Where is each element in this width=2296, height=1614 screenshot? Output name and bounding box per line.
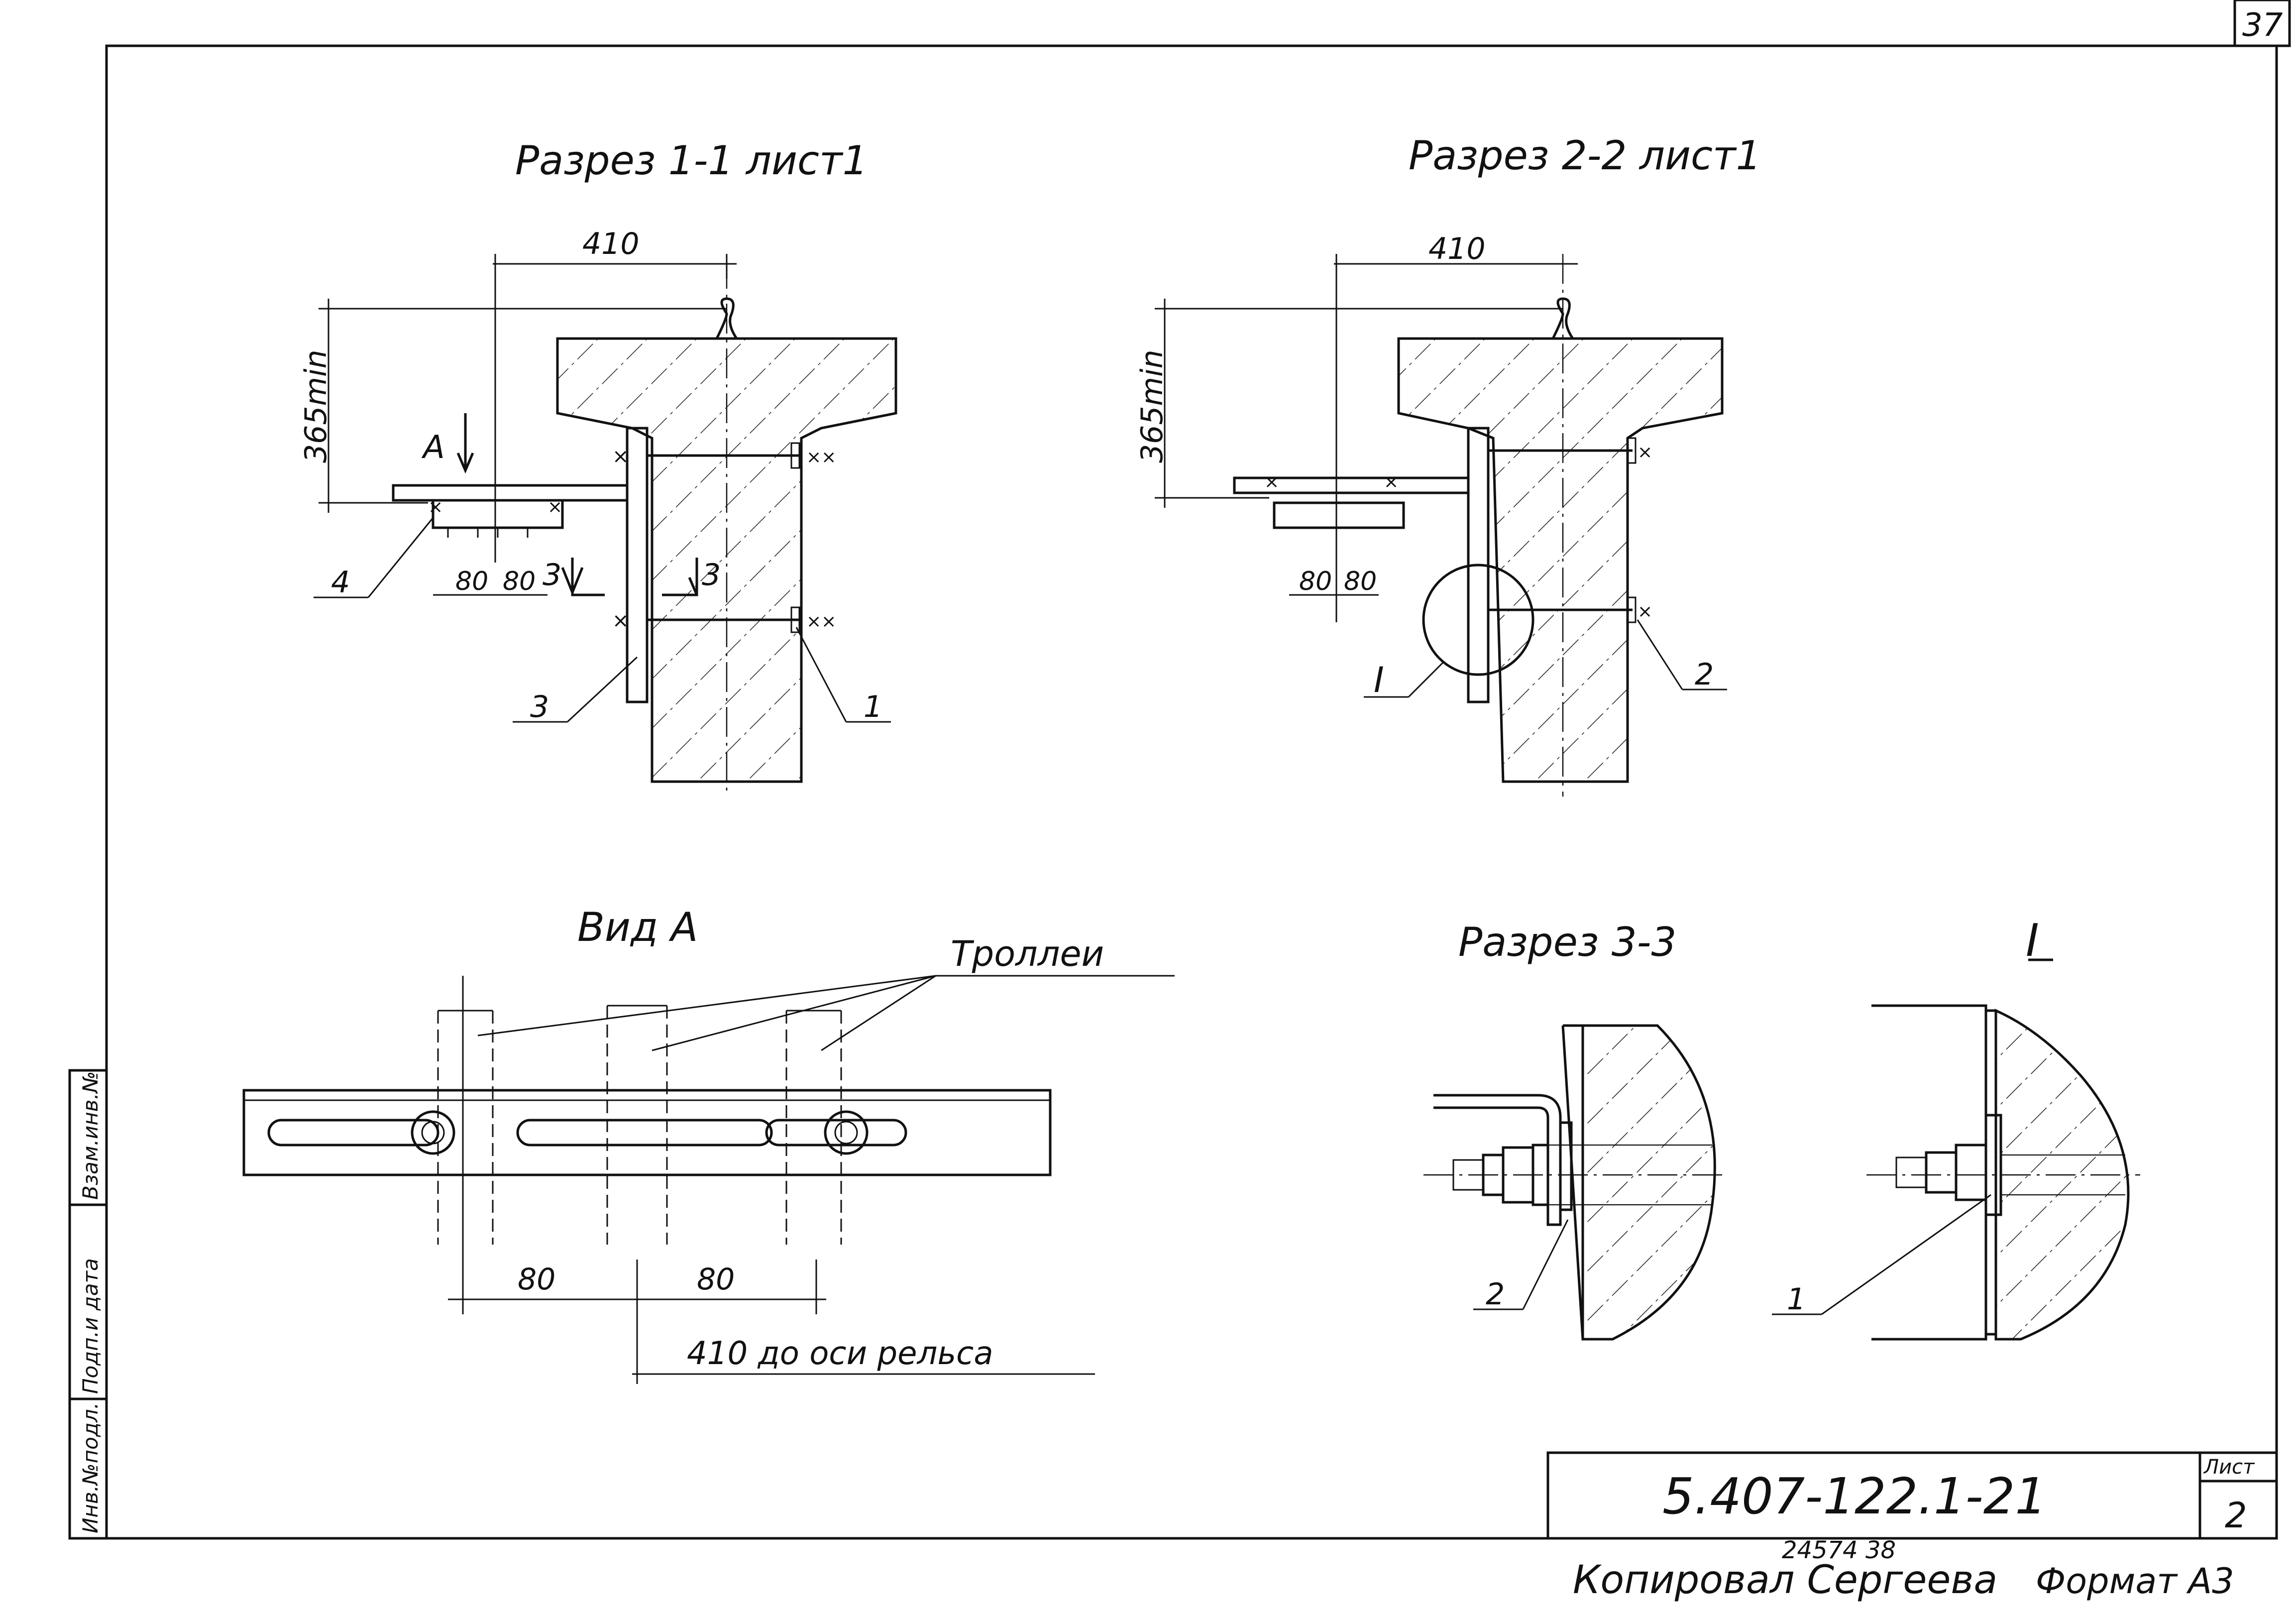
- section-3-3-title: Разрез 3-3: [1458, 919, 1676, 965]
- document-code: 5.407-122.1-21: [1662, 1467, 2047, 1525]
- beam-concrete-2: [1397, 337, 1724, 783]
- svg-text:×: ×: [1264, 472, 1279, 492]
- side-stamp: Инв.№подл. Подп.и дата Взам.инв.№: [68, 1069, 108, 1540]
- section-1-1: Разрез 1-1 лист1 410 365min × × ×× ×× × …: [299, 137, 897, 797]
- rail-note: 410 до оси рельса: [687, 1335, 993, 1372]
- svg-text:×: ×: [1638, 442, 1652, 462]
- sheet-number: 2: [2225, 1495, 2247, 1536]
- svg-text:××: ××: [806, 611, 836, 632]
- svg-text:×: ×: [1638, 601, 1652, 622]
- dim-365-s22: 365min: [1135, 349, 1170, 463]
- section-3-3: Разрез 3-3 2: [1423, 919, 1727, 1341]
- svg-text:×: ×: [547, 497, 562, 517]
- callout-3: 3: [530, 690, 549, 724]
- dim-80b-va: 80: [697, 1262, 735, 1297]
- dim-80a-s11: 80: [455, 567, 488, 596]
- dim-80a-va: 80: [518, 1262, 555, 1297]
- dim-80b-s11: 80: [503, 567, 536, 596]
- order-number: 24574 38: [1782, 1536, 1896, 1564]
- view-a-marker: А: [421, 429, 445, 466]
- section-2-2-title: Разрез 2-2 лист1: [1409, 132, 1761, 179]
- concrete-3-3: [1563, 1024, 1716, 1341]
- callout-2-s22: 2: [1695, 657, 1714, 692]
- dim-410-s22: 410: [1428, 231, 1486, 266]
- corner-sheet-number: 37: [2242, 7, 2283, 44]
- title-block: 5.407-122.1-21 Лист 2: [1546, 1451, 2278, 1540]
- svg-text:×: ×: [612, 609, 629, 632]
- section3-marker-right: 3: [702, 558, 721, 592]
- dim-80b-s22: 80: [1344, 567, 1377, 596]
- callout-2-s33: 2: [1486, 1277, 1505, 1312]
- bracket-bar: [242, 1089, 1052, 1176]
- stamp-inv-label: Инв.№подл.: [78, 1402, 103, 1533]
- svg-text:×: ×: [428, 497, 443, 517]
- copied-by: Копировал Сергеева: [1573, 1558, 1997, 1603]
- detail-ref-marker: I: [1374, 660, 1384, 700]
- corner-sheet-box: [2233, 0, 2291, 47]
- dim-365-s11: 365min: [299, 349, 333, 463]
- svg-text:×: ×: [612, 445, 629, 468]
- format-label: Формат А3: [2036, 1561, 2234, 1602]
- view-a: Вид А 80 80 410 до оси рельса: [242, 904, 1175, 1384]
- section3-marker-left: 3: [543, 558, 561, 592]
- drawing-frame: [105, 44, 2278, 1540]
- stamp-sign-label: Подп.и дата: [78, 1258, 103, 1394]
- detail-circle: [1422, 564, 1534, 676]
- svg-text:×: ×: [1384, 472, 1399, 492]
- detail-i-title: I: [2026, 915, 2039, 967]
- dim-410-s11: 410: [582, 227, 640, 261]
- svg-text:××: ××: [806, 447, 836, 467]
- callout-1-detail: 1: [1787, 1282, 1806, 1317]
- stamp-replace-label: Взам.инв.№: [78, 1071, 103, 1200]
- detail-i: I 1: [1772, 915, 2140, 1341]
- dim-80a-s22: 80: [1299, 567, 1332, 596]
- sheet-label: Лист: [2203, 1456, 2255, 1479]
- section-1-1-title: Разрез 1-1 лист1: [515, 137, 868, 184]
- callout-1: 1: [864, 690, 882, 724]
- view-a-title: Вид А: [577, 904, 698, 950]
- trolleys-label: Троллеи: [951, 933, 1104, 974]
- beam-concrete: [556, 337, 897, 783]
- section-2-2: Разрез 2-2 лист1 410 365min × × × × 80 8…: [1135, 132, 1761, 797]
- callout-4: 4: [331, 565, 350, 600]
